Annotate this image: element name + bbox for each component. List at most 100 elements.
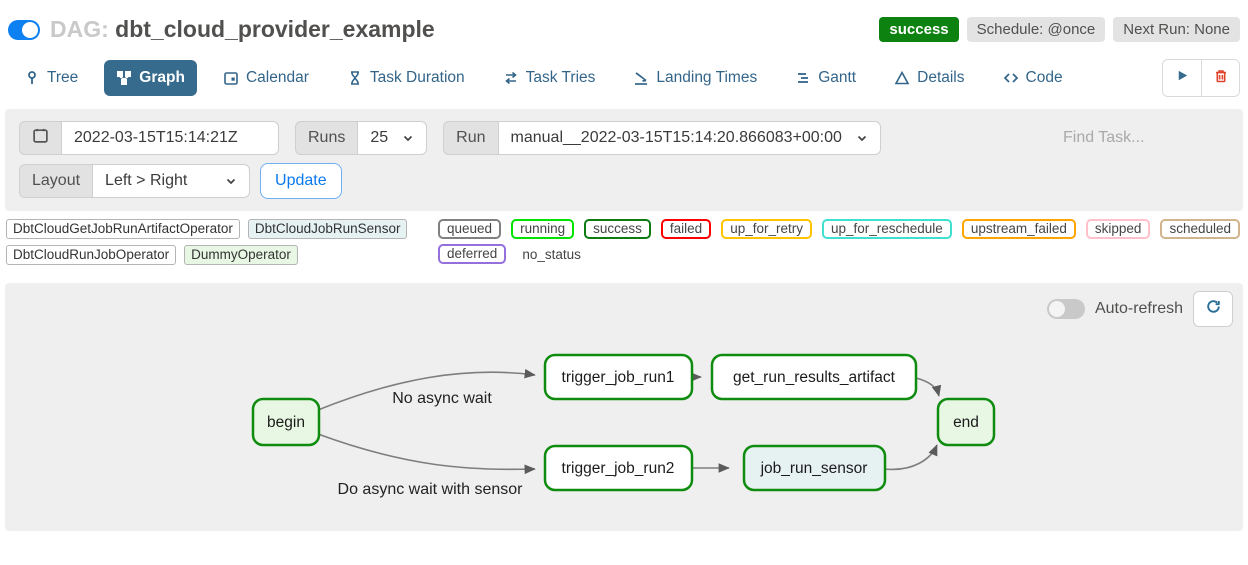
run-group: Run manual__2022-03-15T15:14:20.866083+0… xyxy=(443,121,881,155)
trash-icon xyxy=(1213,68,1229,89)
status-legend: queued running success failed up_for_ret… xyxy=(438,219,1240,264)
layout-group: Layout Left > Right xyxy=(19,164,251,198)
schedule-badge: Schedule: @once xyxy=(966,17,1106,42)
status-scheduled: scheduled xyxy=(1160,219,1240,239)
code-icon xyxy=(1003,70,1019,86)
tab-gantt[interactable]: Gantt xyxy=(783,60,868,96)
chevron-down-icon xyxy=(225,175,237,187)
operator-badge: DbtCloudRunJobOperator xyxy=(6,245,177,265)
task-node-job-run-sensor[interactable]: job_run_sensor xyxy=(742,444,887,492)
base-date-input[interactable] xyxy=(74,129,266,147)
dag-graph-panel: Auto-refresh No async wait Do async wait… xyxy=(5,283,1243,531)
layout-select[interactable]: Left > Right xyxy=(92,164,251,198)
tab-task-duration[interactable]: Task Duration xyxy=(335,60,477,96)
calendar-icon xyxy=(223,70,239,86)
graph-toolbar: Runs 25 Run manual__2022-03-15T15:14:20.… xyxy=(5,109,1243,211)
tab-code[interactable]: Code xyxy=(991,60,1075,96)
layout-value: Left > Right xyxy=(105,172,188,189)
tab-label: Calendar xyxy=(245,69,309,86)
hourglass-icon xyxy=(347,70,363,86)
tab-calendar[interactable]: Calendar xyxy=(211,60,321,96)
trigger-dag-button[interactable] xyxy=(1163,60,1201,96)
tab-label: Code xyxy=(1025,69,1063,86)
tab-tree[interactable]: Tree xyxy=(12,60,90,96)
tab-label: Graph xyxy=(139,69,185,86)
edge-label-async-sensor: Do async wait with sensor xyxy=(338,481,524,498)
task-label: trigger_job_run2 xyxy=(562,460,675,477)
gantt-icon xyxy=(795,70,811,86)
tab-label: Details xyxy=(917,69,965,86)
tab-landing-times[interactable]: Landing Times xyxy=(621,60,769,96)
status-no-status: no_status xyxy=(522,246,581,262)
tab-graph[interactable]: Graph xyxy=(104,60,197,96)
num-runs-select[interactable]: 25 xyxy=(357,121,428,155)
operator-badge: DbtCloudJobRunSensor xyxy=(247,219,408,239)
task-label: job_run_sensor xyxy=(760,460,868,477)
update-button[interactable]: Update xyxy=(260,163,342,199)
chevron-down-icon xyxy=(402,132,414,144)
find-task-input[interactable] xyxy=(1051,121,1229,155)
edge-artifact-end xyxy=(915,377,942,397)
run-label: Run xyxy=(443,121,498,155)
dag-run-select[interactable]: manual__2022-03-15T15:14:20.866083+00:00 xyxy=(497,121,881,155)
dag-header: DAG: dbt_cloud_provider_example success … xyxy=(0,0,1248,53)
view-tabs: Tree Graph Calendar Task Duration Task T… xyxy=(0,53,1248,105)
status-queued: queued xyxy=(438,219,502,239)
status-upstream-failed: upstream_failed xyxy=(961,219,1076,239)
base-date-group xyxy=(19,121,279,155)
num-runs-value: 25 xyxy=(370,129,389,146)
dag-run-value: manual__2022-03-15T15:14:20.866083+00:00 xyxy=(510,129,842,146)
edge-begin-trigger1 xyxy=(317,368,536,411)
chevron-down-icon xyxy=(856,132,868,144)
tab-label: Gantt xyxy=(818,69,857,86)
runs-label: Runs xyxy=(295,121,358,155)
dag-graph: No async wait Do async wait with sensor … xyxy=(251,353,996,498)
dag-action-buttons xyxy=(1162,59,1240,97)
task-node-get-run-results-artifact[interactable]: get_run_results_artifact xyxy=(710,353,918,401)
play-icon xyxy=(1175,68,1190,88)
delete-dag-button[interactable] xyxy=(1201,60,1239,96)
refresh-button[interactable] xyxy=(1193,291,1233,327)
task-label: end xyxy=(953,414,979,431)
operator-badge: DbtCloudGetJobRunArtifactOperator xyxy=(6,219,240,239)
status-running: running xyxy=(511,219,575,239)
legend: DbtCloudGetJobRunArtifactOperator DbtClo… xyxy=(0,211,1248,269)
dag-name: dbt_cloud_provider_example xyxy=(115,16,435,42)
task-node-trigger-job-run2[interactable]: trigger_job_run2 xyxy=(543,444,694,492)
task-node-end[interactable]: end xyxy=(936,397,996,447)
status-up-for-reschedule: up_for_reschedule xyxy=(821,219,952,239)
edge-sensor-end xyxy=(883,444,938,471)
tab-label: Task Duration xyxy=(369,69,465,86)
operator-legend: DbtCloudGetJobRunArtifactOperator DbtClo… xyxy=(6,219,438,265)
runs-group: Runs 25 xyxy=(295,121,428,155)
task-node-begin[interactable]: begin xyxy=(251,397,321,447)
dag-prefix: DAG: xyxy=(50,16,109,42)
triangle-icon xyxy=(894,70,910,86)
repeat-icon xyxy=(503,70,519,86)
status-badge: success xyxy=(879,17,959,42)
layout-label: Layout xyxy=(19,164,93,198)
operator-badge: DummyOperator xyxy=(184,245,298,265)
next-run-badge: Next Run: None xyxy=(1113,17,1240,42)
header-badges: success Schedule: @once Next Run: None xyxy=(879,17,1240,42)
toggle-knob xyxy=(22,21,38,38)
tab-label: Task Tries xyxy=(525,69,596,86)
toggle-knob xyxy=(1048,301,1065,317)
tab-details[interactable]: Details xyxy=(882,60,976,96)
task-node-trigger-job-run1[interactable]: trigger_job_run1 xyxy=(543,353,694,401)
task-label: begin xyxy=(267,414,305,431)
task-label: get_run_results_artifact xyxy=(733,369,896,386)
graph-icon xyxy=(116,70,132,86)
page-title: DAG: dbt_cloud_provider_example xyxy=(50,16,435,43)
tab-task-tries[interactable]: Task Tries xyxy=(491,60,608,96)
status-up-for-retry: up_for_retry xyxy=(721,219,812,239)
plane-landing-icon xyxy=(633,70,649,86)
tab-label: Tree xyxy=(47,69,79,86)
refresh-icon xyxy=(1205,298,1222,320)
status-success: success xyxy=(584,219,651,239)
dag-pause-toggle[interactable] xyxy=(8,19,40,40)
tree-icon xyxy=(24,70,40,86)
task-label: trigger_job_run1 xyxy=(562,369,675,386)
auto-refresh-toggle[interactable] xyxy=(1046,299,1085,319)
edge-label-no-async: No async wait xyxy=(392,390,492,407)
